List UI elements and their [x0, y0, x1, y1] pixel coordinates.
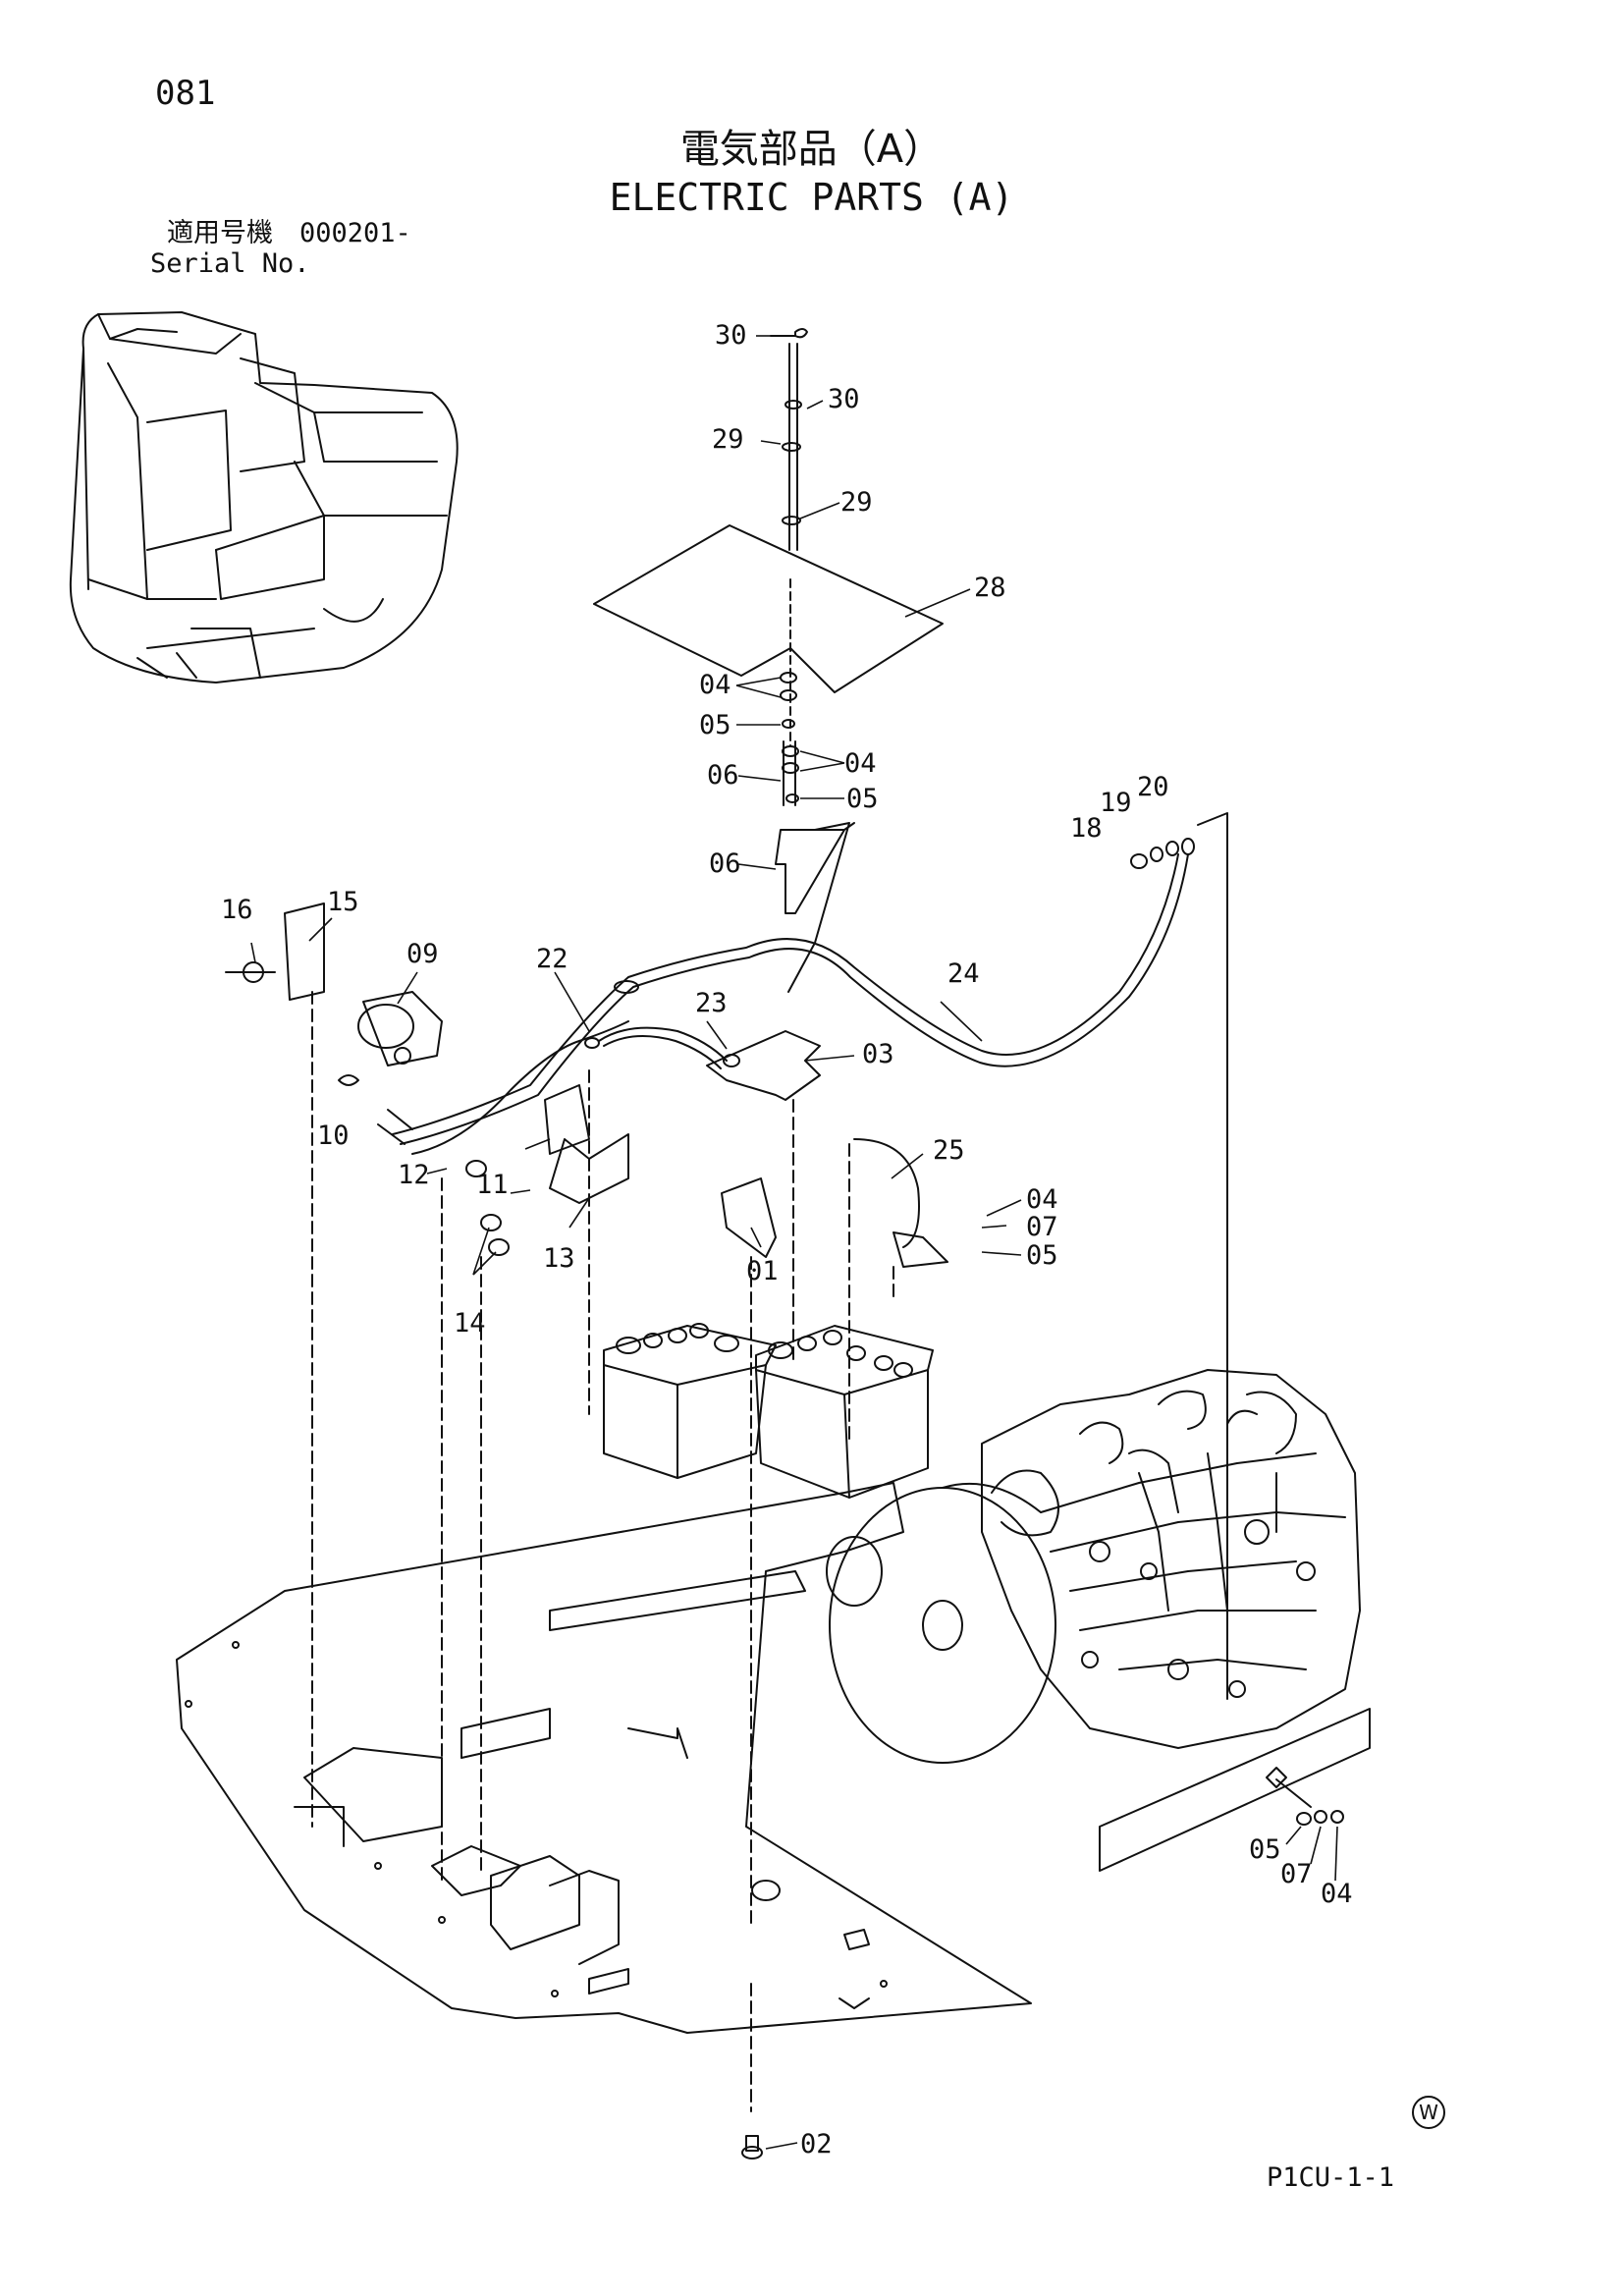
serial-number-value: 000201- [299, 218, 411, 248]
callout-label: 05 [1249, 1834, 1281, 1865]
callout-label: 24 [947, 958, 980, 989]
callout-label: 23 [695, 988, 728, 1018]
callout-label: 25 [933, 1135, 965, 1166]
callout-label: 18 [1070, 813, 1103, 844]
bolt-02 [745, 2135, 759, 2152]
callout-labels: 30 30 29 29 28 04 05 04 06 05 06 18 19 2… [221, 320, 1353, 2159]
callout-label: 29 [840, 487, 873, 518]
page-title-english: ELECTRIC PARTS (A) [609, 176, 1014, 219]
callout-label: 13 [543, 1243, 575, 1274]
page-title-japanese: 電気部品（A） [679, 127, 944, 172]
callout-label: 16 [221, 895, 253, 925]
base-frame-plate [176, 1482, 1032, 2034]
callout-label: 05 [846, 784, 879, 814]
callout-label: 30 [828, 384, 860, 414]
callout-label: 19 [1100, 788, 1132, 818]
callout-label: 28 [974, 573, 1006, 603]
cover-sheet [593, 524, 944, 693]
callout-label: 20 [1137, 772, 1169, 802]
callout-label: 05 [699, 710, 731, 740]
callout-label: 03 [862, 1039, 894, 1069]
callout-label: 06 [709, 848, 741, 879]
bracket-06 [775, 822, 855, 914]
callout-label: 02 [800, 2129, 833, 2159]
callout-label: 06 [707, 760, 739, 791]
flywheel [829, 1482, 1056, 1764]
page-number: 081 [155, 74, 216, 113]
fastener-stack [780, 578, 799, 806]
terminal-nuts [1130, 812, 1228, 1700]
callout-label: 29 [712, 424, 744, 455]
callout-label: 07 [1026, 1212, 1058, 1242]
bracket-01 [721, 1177, 777, 1258]
callout-label: 04 [1321, 1879, 1353, 1909]
machine-overview-thumbnail [69, 311, 459, 683]
w-mark-symbol: W [1412, 2096, 1445, 2129]
callout-label: 11 [476, 1170, 509, 1200]
callout-label: 14 [454, 1308, 486, 1339]
cable-25 [853, 1138, 920, 1248]
serial-label-english: Serial No. [150, 248, 310, 279]
engine-assembly [981, 1369, 1361, 1749]
serial-label-japanese: 適用号機 [167, 218, 273, 248]
callout-label: 22 [536, 944, 568, 974]
battery-left [603, 1323, 777, 1479]
callout-label: 15 [327, 887, 359, 917]
callout-label: 04 [844, 748, 877, 779]
callout-label: 04 [1026, 1184, 1058, 1215]
harness-cables [392, 838, 1195, 1155]
callout-label: 10 [317, 1121, 350, 1151]
bracket-03 [706, 1030, 821, 1101]
callout-leaders [250, 335, 1338, 2150]
engine-cover-strip [1099, 1708, 1371, 1872]
callout-label: 07 [1280, 1859, 1313, 1889]
top-mounting-column [770, 328, 808, 551]
battery-right [755, 1325, 934, 1499]
callout-label: 05 [1026, 1240, 1058, 1271]
reference-code: P1CU-1-1 [1267, 2162, 1395, 2193]
callout-label: 09 [406, 939, 439, 969]
callout-label: 12 [398, 1160, 430, 1190]
callout-label: 01 [746, 1256, 779, 1286]
callout-label: 30 [715, 320, 747, 351]
callout-label: 04 [699, 670, 731, 700]
